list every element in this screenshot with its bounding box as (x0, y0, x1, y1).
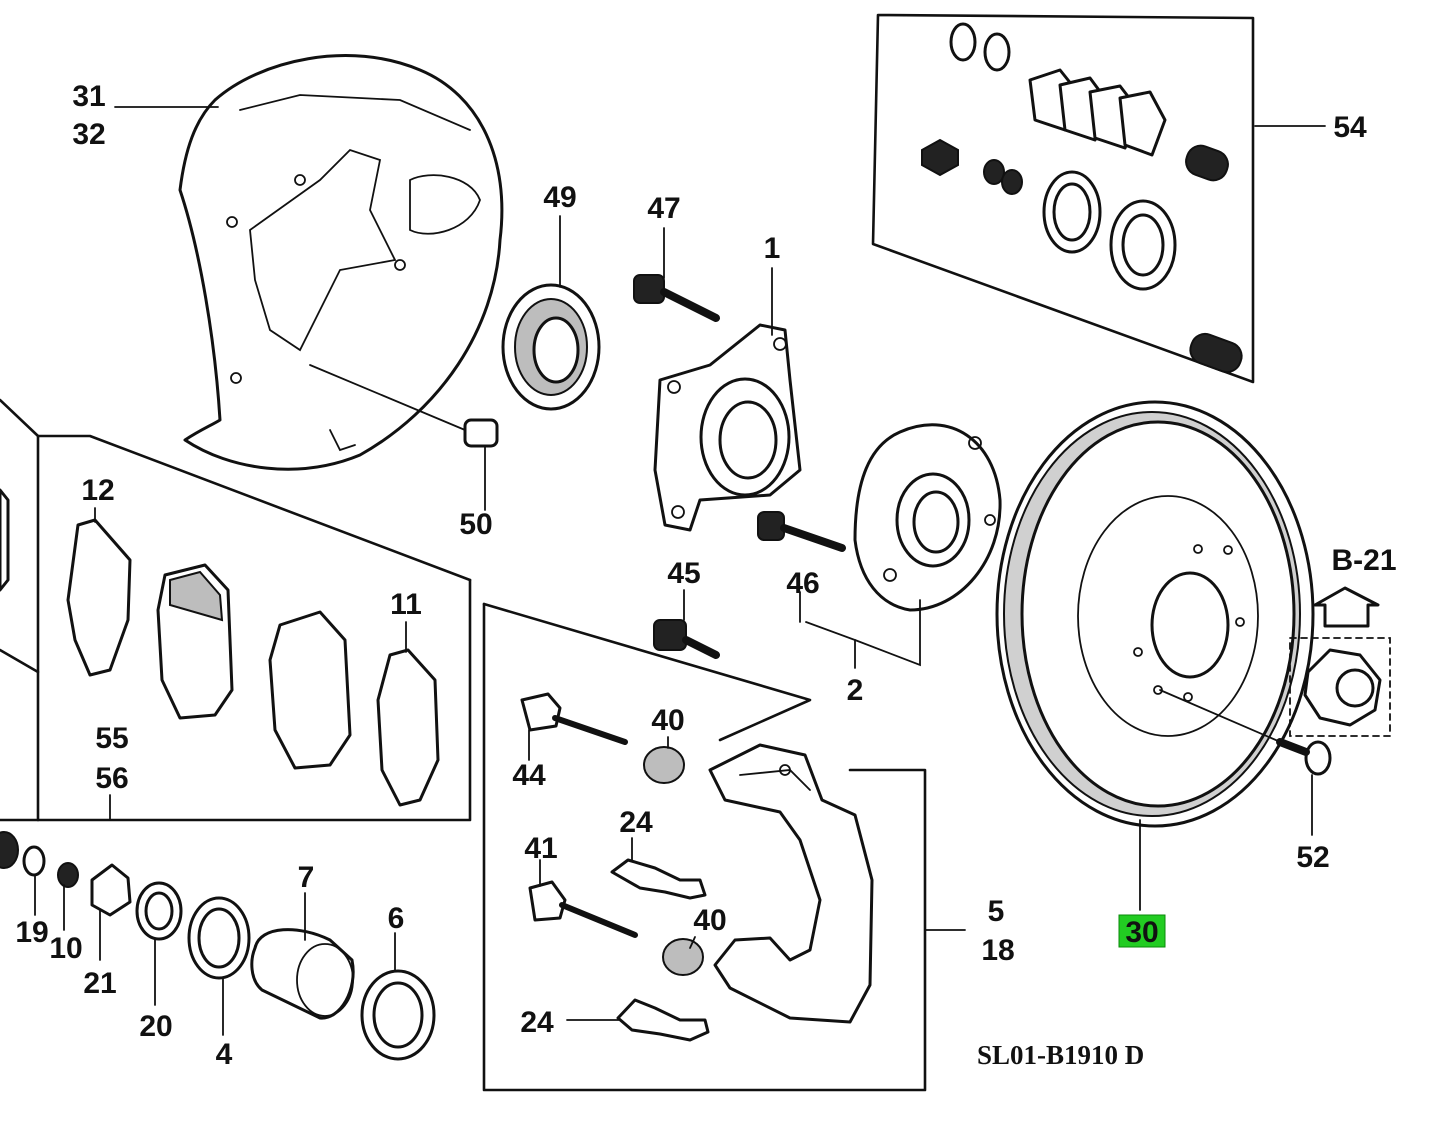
label-40-lower: 40 (693, 904, 726, 937)
brake-pads (0, 488, 440, 807)
steering-knuckle (653, 323, 802, 532)
label-10: 10 (49, 932, 82, 965)
label-2: 2 (847, 674, 864, 707)
label-18: 18 (981, 934, 1014, 967)
bolt-50 (309, 364, 499, 448)
label-32: 32 (72, 118, 105, 151)
disc-screw (1159, 689, 1332, 776)
label-6: 6 (388, 902, 405, 935)
label-56: 56 (95, 762, 128, 795)
label-55: 55 (95, 722, 128, 755)
label-24-upper: 24 (619, 806, 653, 839)
splash-shield (178, 54, 504, 471)
hub-seal (501, 283, 601, 411)
seal-kit-parts (921, 22, 1243, 374)
label-45: 45 (667, 557, 700, 590)
hub-nut (1289, 586, 1391, 737)
caliper-bracket (520, 692, 874, 1042)
part-labels: 31 32 49 47 1 50 54 12 11 45 46 2 55 56 … (15, 80, 1396, 1071)
label-5: 5 (988, 895, 1005, 928)
label-20: 20 (139, 1010, 172, 1043)
caliper-piston-seals (0, 831, 436, 1061)
label-46: 46 (786, 567, 819, 600)
label-50: 50 (459, 508, 492, 541)
wheel-stud (757, 511, 846, 552)
wheel-hub (853, 423, 1002, 612)
label-44: 44 (512, 759, 546, 792)
label-47: 47 (647, 192, 680, 225)
label-54: 54 (1333, 111, 1367, 144)
label-4: 4 (216, 1038, 233, 1071)
label-52: 52 (1296, 841, 1329, 874)
label-30: 30 (1125, 916, 1158, 949)
label-11: 11 (390, 588, 422, 621)
bolt-45 (653, 619, 720, 659)
seal-kit-frame (871, 13, 1255, 384)
label-1: 1 (764, 232, 781, 265)
diagram-code: SL01-B1910 D (977, 1040, 1144, 1070)
caliper-frame (0, 602, 927, 1092)
highlight-part-30 (1118, 914, 1166, 948)
bolt-47 (633, 274, 720, 322)
brake-disc (995, 400, 1315, 828)
label-40-upper: 40 (651, 704, 684, 737)
label-31: 31 (72, 80, 105, 113)
leader-lines (34, 106, 1326, 1036)
label-21: 21 (83, 967, 116, 1000)
label-49: 49 (543, 181, 576, 214)
label-7: 7 (298, 861, 315, 894)
label-24-lower: 24 (520, 1006, 554, 1039)
label-19: 19 (15, 916, 48, 949)
label-41: 41 (524, 832, 557, 865)
label-b21: B-21 (1331, 544, 1396, 577)
label-12: 12 (81, 474, 114, 507)
